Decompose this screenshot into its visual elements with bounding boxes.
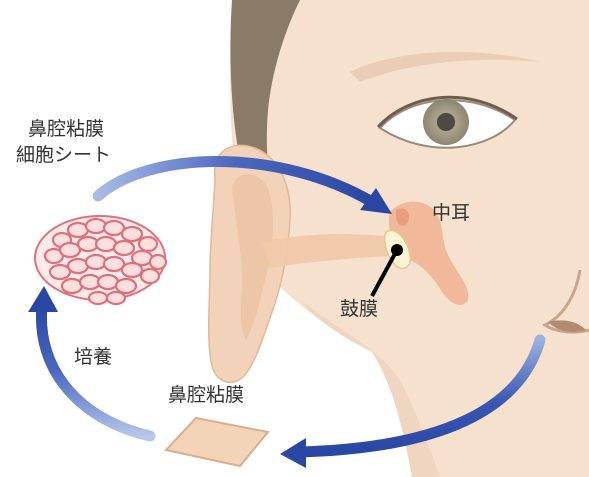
label-nasal-mucosa: 鼻腔粘膜 (168, 384, 244, 408)
arrow-culture-head (28, 286, 58, 312)
label-eardrum: 鼓膜 (340, 298, 378, 322)
label-middle-ear: 中耳 (432, 202, 470, 226)
label-culture: 培養 (74, 346, 112, 370)
pupil (437, 113, 455, 131)
label-cell-sheet-line1: 鼻腔粘膜 (28, 118, 104, 142)
label-cell-sheet-line2: 細胞シート (16, 144, 111, 168)
nasal-mucosa-tissue (166, 418, 268, 466)
arrow-culture (41, 306, 150, 436)
cell-sheet-cluster (35, 216, 166, 304)
arrow-harvest-head (280, 438, 306, 468)
